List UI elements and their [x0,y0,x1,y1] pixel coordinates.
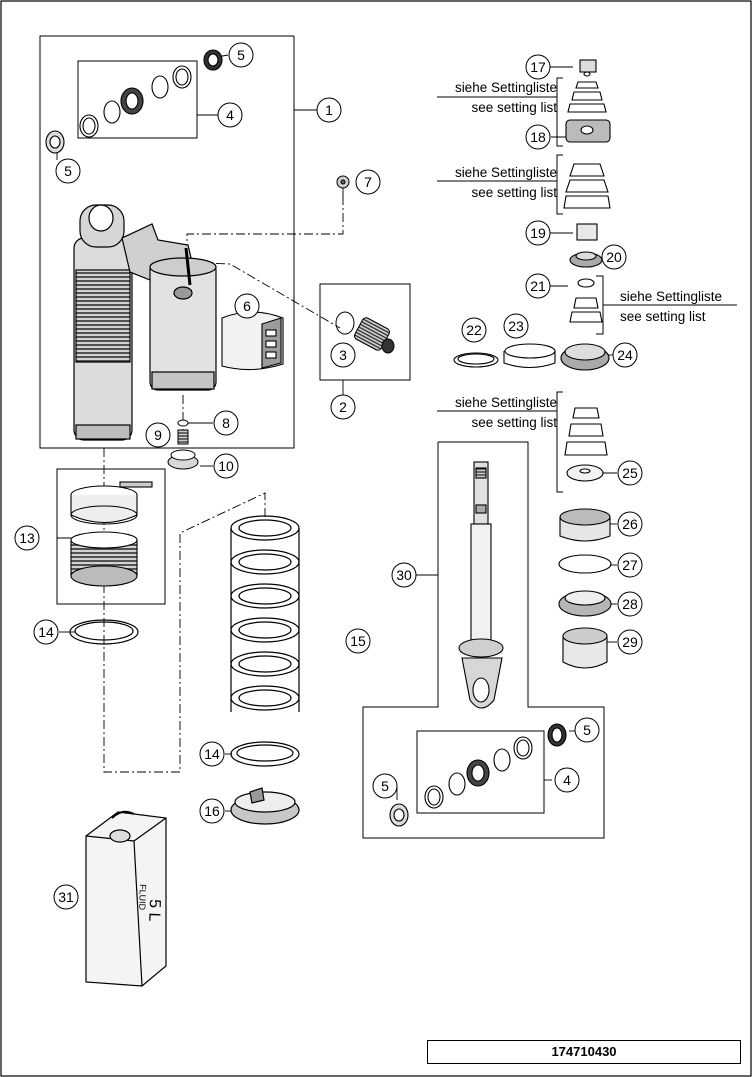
svg-text:5: 5 [583,722,591,738]
callout-5-upper-left: 5 [55,158,81,184]
svg-text:29: 29 [622,634,638,650]
callout-3: 3 [330,342,356,368]
screw-cap-part [336,175,350,189]
callout-6: 6 [234,293,260,319]
svg-text:30: 30 [396,567,412,583]
svg-text:28: 28 [622,596,638,612]
svg-text:21: 21 [530,278,546,294]
svg-text:17: 17 [530,59,546,75]
callout-14-bottom: 14 [199,741,225,767]
svg-text:4: 4 [226,107,234,123]
svg-text:15: 15 [350,633,366,649]
setting-note-de-3: siehe Settingliste [620,289,722,304]
svg-text:27: 27 [622,557,638,573]
callout-16: 16 [199,798,225,824]
callout-15: 15 [345,628,371,654]
svg-text:5: 5 [64,163,72,179]
callout-21: 21 [525,273,551,299]
svg-text:20: 20 [606,249,622,265]
shock-body-part [73,204,217,441]
reservoir-small-parts [167,419,199,470]
callout-5-upper-right: 5 [228,42,254,68]
svg-text:2: 2 [339,399,347,415]
valve-stack-parts [558,59,612,669]
callout-7: 7 [355,169,381,195]
setting-note-en-3: see setting list [620,309,706,324]
svg-text:14: 14 [38,624,54,640]
callout-4-lower: 4 [554,767,580,793]
svg-text:1: 1 [325,102,333,118]
svg-text:18: 18 [530,129,546,145]
svg-text:13: 13 [19,530,35,546]
svg-text:7: 7 [364,174,372,190]
svg-text:3: 3 [339,347,347,363]
callout-18: 18 [525,124,551,150]
callout-24: 24 [612,342,638,368]
svg-text:19: 19 [530,225,546,241]
drawing-number: 174710430 [427,1040,741,1064]
svg-text:6: 6 [243,298,251,314]
svg-text:4: 4 [563,772,571,788]
setting-note-de-2: siehe Settingliste [455,165,557,180]
coil-spring-part [230,515,300,712]
callout-20: 20 [601,244,627,270]
callout-14-left: 14 [33,619,59,645]
setting-note-de-4: siehe Settingliste [455,395,557,410]
svg-text:5: 5 [381,778,389,794]
setting-note-en-2: see setting list [471,185,557,200]
rings-22-23 [453,343,556,369]
svg-text:16: 16 [204,803,220,819]
fluid-label: FLUID [137,884,148,911]
callout-4-upper: 4 [217,102,243,128]
svg-text:8: 8 [222,415,230,431]
lower-spring-seat-part [230,741,300,825]
callout-10: 10 [213,453,239,479]
callout-19: 19 [525,220,551,246]
piston-rod-part [458,461,504,709]
setting-note-en-1: see setting list [471,100,557,115]
callout-13: 13 [14,525,40,551]
svg-text:5: 5 [237,47,245,63]
spring-retainer-part [70,481,153,587]
callout-31: 31 [53,884,79,910]
svg-text:23: 23 [508,318,524,334]
svg-text:9: 9 [154,427,162,443]
setting-note-de-1: siehe Settingliste [455,80,557,95]
svg-text:31: 31 [58,889,74,905]
callout-17: 17 [525,54,551,80]
callout-27: 27 [617,552,643,578]
callout-8: 8 [213,410,239,436]
spring-washer-part [69,619,139,645]
fluid-canister [85,810,167,987]
callout-5-lower-left: 5 [372,773,398,799]
upper-bearing-set [45,49,223,154]
callout-28: 28 [617,591,643,617]
compression-adjuster-part [335,311,395,354]
callout-5-lower-right: 5 [574,717,600,743]
lower-bearing-set [389,723,567,827]
svg-text:24: 24 [617,347,633,363]
callout-29: 29 [617,629,643,655]
protection-sleeve-part [221,311,284,371]
callout-1: 1 [316,97,342,123]
callout-30: 30 [391,562,417,588]
svg-text:26: 26 [622,516,638,532]
callout-26: 26 [617,511,643,537]
callout-2: 2 [330,394,356,420]
svg-text:22: 22 [466,322,482,338]
callout-23: 23 [503,313,529,339]
svg-text:25: 25 [622,465,638,481]
callout-22: 22 [461,317,487,343]
callout-25: 25 [617,460,643,486]
callout-9: 9 [145,422,171,448]
svg-text:10: 10 [218,458,234,474]
setting-note-en-4: see setting list [471,415,557,430]
svg-text:14: 14 [204,746,220,762]
fluid-volume: 5 L [145,899,163,922]
